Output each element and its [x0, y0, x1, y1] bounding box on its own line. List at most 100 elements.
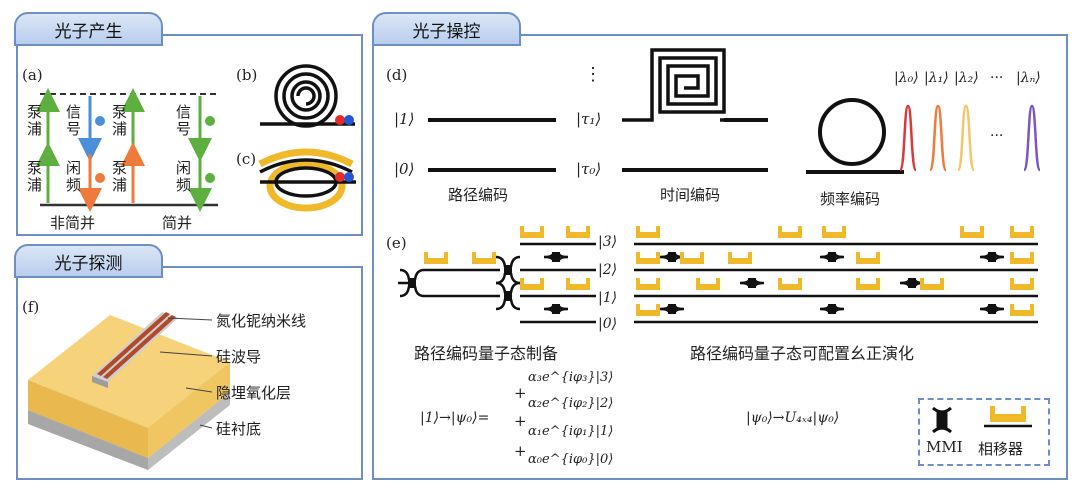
delay-line-spiral [622, 48, 726, 122]
tau-1: |τ₁⟩ [576, 110, 602, 128]
mmi-body-p3 [504, 291, 512, 301]
label-a: (a) [22, 66, 43, 84]
phase-shifter-e14 [1010, 232, 1034, 238]
mmi-coupler-p1 [399, 268, 425, 298]
mmi-body-e4b [988, 304, 996, 314]
phase-shifter-pad-r-p5 [540, 278, 544, 286]
phase-shifter-pad-l-p3 [520, 226, 524, 234]
phase-shifter-pad-r-e16 [1030, 278, 1034, 286]
mmi-coupler-e3 [899, 279, 925, 287]
phase-shifter-e5 [696, 284, 720, 290]
mmi-coupler-e4b [979, 305, 1005, 313]
eq-plus-1: + [514, 384, 527, 402]
phase-shifter-icon [984, 406, 1032, 428]
eq-plus-2: + [514, 412, 527, 430]
phase-shifter-e13 [960, 232, 984, 238]
phase-shifter-pad-l-e13 [960, 226, 964, 234]
phase-shifter-e7 [778, 232, 802, 238]
oxide-top [28, 315, 230, 428]
mmi-coupler-e2b [819, 305, 845, 313]
blue-photon-c [344, 172, 354, 182]
phase-shifter-e9 [822, 232, 846, 238]
label-f: (f) [22, 298, 40, 316]
mmi-coupler-e0a [659, 253, 685, 261]
freq-encoding-label: 频率编码 [820, 190, 881, 208]
mmi-body-e4a [988, 252, 996, 262]
title-text: 光子操控 [412, 21, 481, 42]
mmi-body-e3 [908, 278, 916, 288]
phase-shifter-pad-r-e9 [842, 226, 846, 234]
degenerate-label: 简并 [162, 214, 193, 232]
idler-photon-deg [205, 173, 215, 183]
phase-shifter-p5 [520, 284, 544, 290]
mmi-body-p1 [408, 278, 416, 288]
legend-mmi-label: MMI [926, 438, 963, 456]
peak-lambda0 [898, 104, 918, 172]
eq-term-3: α₃e^{iφ₃}|3⟩ [528, 370, 614, 385]
phase-shifter-e11 [856, 284, 880, 290]
pump-label-4: 泵浦 [110, 160, 128, 194]
phase-shifter-e10 [856, 258, 880, 264]
mmi-coupler-e4a [979, 253, 1005, 261]
phase-shifter-pad-l-p2 [472, 252, 476, 260]
legend-box [918, 398, 1050, 466]
leader-substrate [199, 424, 213, 429]
title-text: 光子探测 [54, 253, 123, 274]
panel-title-detection: 光子探测 [14, 244, 163, 278]
label-c: (c) [236, 150, 257, 168]
phase-shifter-pad-r-e1 [656, 252, 660, 260]
panel-title-generation: 光子产生 [14, 12, 163, 46]
phase-shifter-pad-l-p5 [520, 278, 524, 286]
lambda1-label: |λ₁⟩ [924, 70, 949, 86]
mmi-body-e0b [668, 304, 676, 314]
nanowire-label: 氮化铌纳米线 [216, 312, 307, 330]
mmi-body-e0a [668, 252, 676, 262]
phase-shifter-pad-l-e3 [636, 304, 640, 312]
mmi-body-e2b [828, 304, 836, 314]
circuit-ket1: |1⟩ [598, 290, 618, 306]
phase-shifter-e15 [1010, 258, 1034, 264]
phase-shifter-pad-r-e13 [980, 226, 984, 234]
phase-shifter-e0 [636, 232, 660, 238]
lambda0-label: |λ₀⟩ [894, 70, 919, 86]
phase-shifter-e12 [920, 284, 944, 290]
idler-photon [95, 173, 105, 183]
phase-shifter-pad-r-p4 [586, 226, 590, 234]
phase-shifter-pad-r-p6 [586, 278, 590, 286]
substrate-label: 硅衬底 [216, 420, 262, 438]
mmi-coupler-p2 [495, 255, 521, 285]
phase-shifter-pad-r-e14 [1030, 226, 1034, 234]
eq-lhs: |1⟩→|ψ₀⟩= [420, 410, 490, 426]
phase-shifter-e3 [636, 310, 660, 316]
mmi-coupler-p3 [495, 281, 521, 311]
phase-shifter-e1 [636, 258, 660, 264]
peak-lambda1 [928, 104, 948, 172]
phase-shifter-e6 [728, 258, 752, 264]
hdots-top: ··· [990, 70, 1004, 86]
phase-shifter-pad-r-p2 [492, 252, 496, 260]
phase-shifter-pad-l-e1 [636, 252, 640, 260]
mmi-coupler-e1 [739, 279, 765, 287]
signal-photon-deg [205, 116, 215, 126]
phase-shifter-pad-r-e5 [716, 278, 720, 286]
legend-phase-label: 相移器 [978, 440, 1024, 458]
panel-title-manipulation: 光子操控 [372, 12, 521, 46]
signal-photon [95, 116, 105, 126]
mmi-coupler-p5 [543, 305, 569, 313]
circuit-ket2: |2⟩ [598, 262, 618, 278]
red-photon-c [335, 172, 345, 182]
phase-shifter-e4 [680, 258, 704, 264]
circuit-ket3: |3⟩ [598, 234, 618, 250]
phase-shifter-pad-r-e0 [656, 226, 660, 234]
nbn-nanowire-1 [97, 312, 170, 376]
idler-label-deg: 闲频 [174, 160, 192, 194]
phase-shifter-pad-l-e2 [636, 278, 640, 286]
evolve-caption: 路径编码量子态可配置幺正演化 [690, 344, 915, 363]
phase-shifter-pad-l-e8 [778, 278, 782, 286]
phase-shifter-pad-l-e14 [1010, 226, 1014, 234]
mmi-coupler-e0b [659, 305, 685, 313]
phase-shifter-pad-l-e11 [856, 278, 860, 286]
red-photon-b [335, 115, 345, 125]
phase-shifter-pad-r-e6 [748, 252, 752, 260]
